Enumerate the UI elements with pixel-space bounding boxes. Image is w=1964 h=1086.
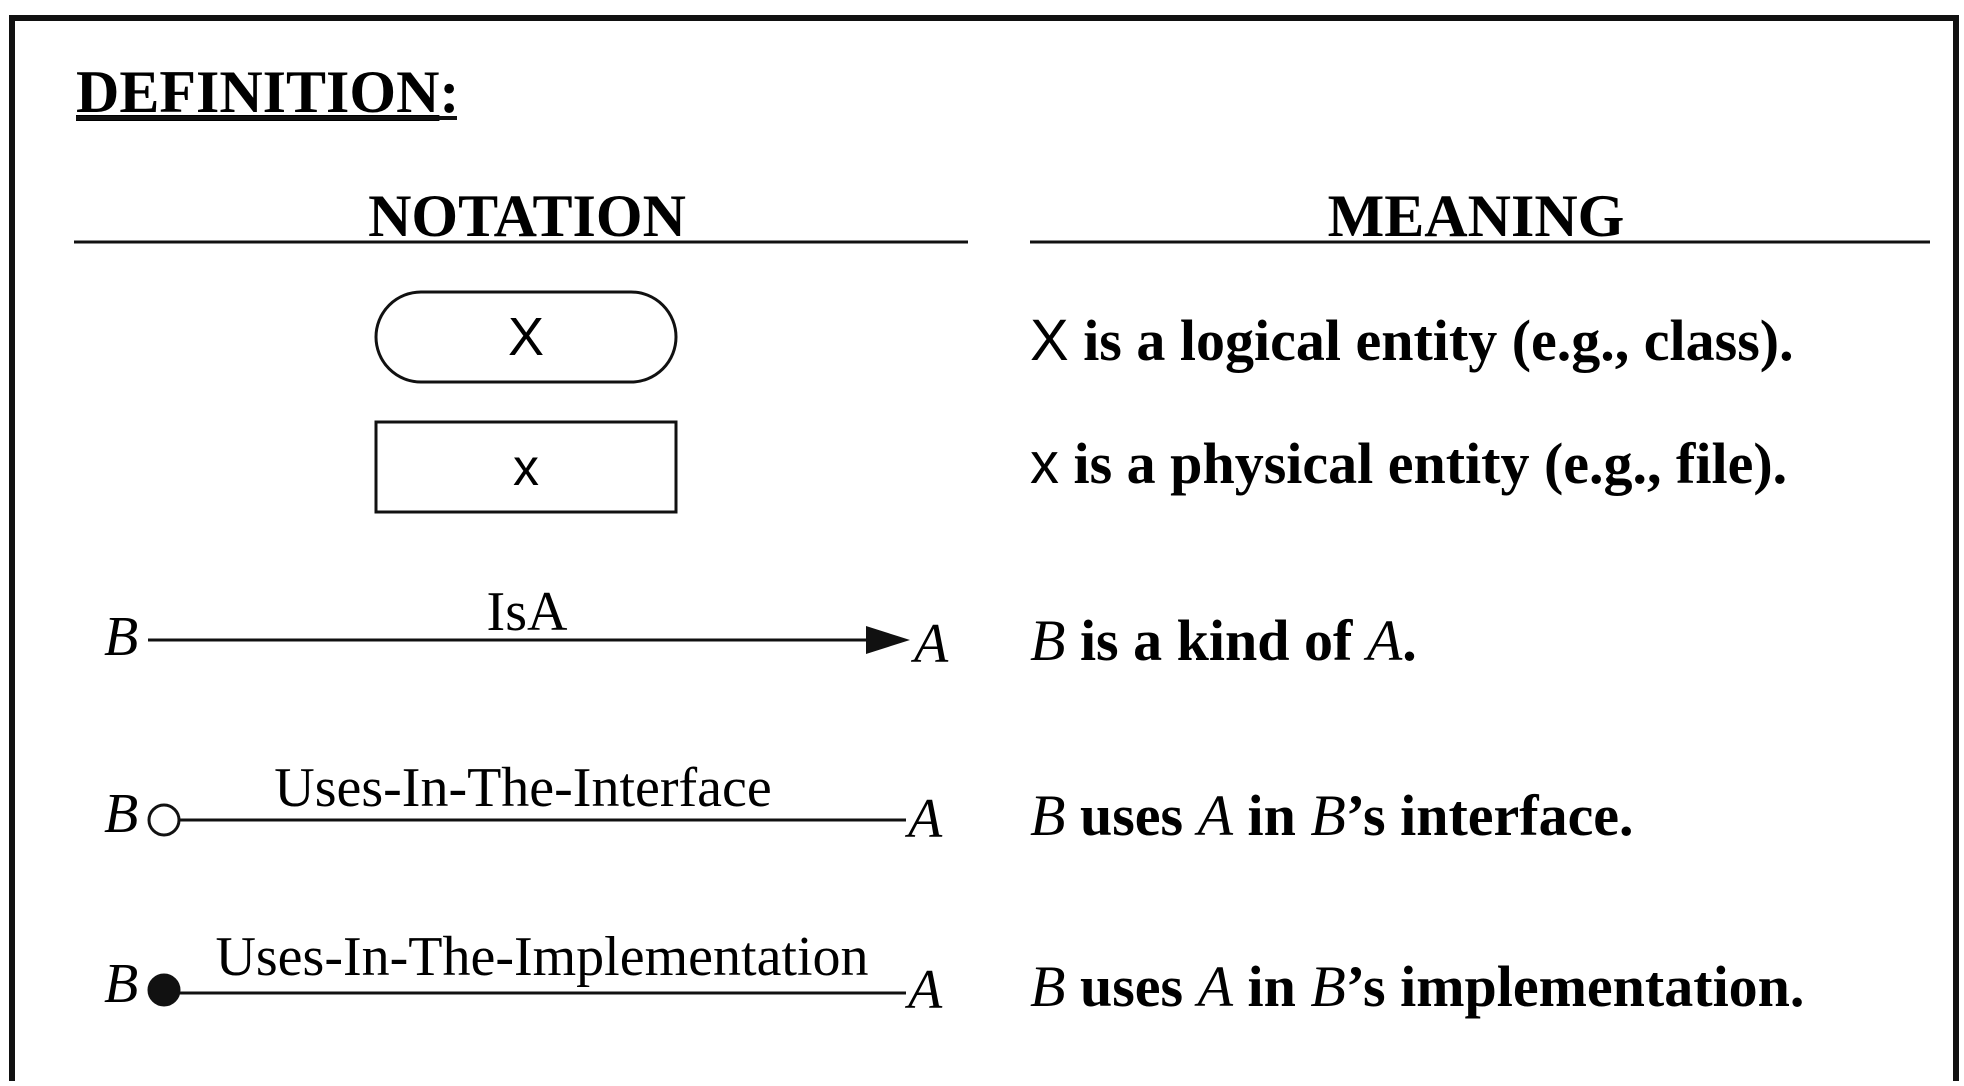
meaning-header: MEANING [1328, 183, 1625, 249]
implementation-meaning-a: A [1194, 954, 1234, 1019]
interface-to: A [904, 788, 943, 850]
implementation-meaning-t1: uses [1065, 954, 1197, 1019]
definition-heading: DEFINITION [76, 59, 439, 125]
interface-meaning-t3: ’s interface. [1346, 783, 1634, 848]
physical-entity-meaning-symbol: x [1030, 431, 1059, 496]
logical-entity-symbol: X [508, 307, 544, 367]
definition-heading-line: DEFINITION: [76, 59, 459, 125]
interface-open-circle [147, 803, 181, 837]
logical-entity-meaning-text: is a logical entity (e.g., class). [1069, 308, 1794, 373]
physical-entity-meaning-text: is a physical entity (e.g., file). [1059, 431, 1787, 496]
logical-entity-meaning-symbol: X [1030, 308, 1069, 373]
interface-meaning-b: B [1030, 783, 1065, 848]
implementation-meaning-t3: ’s implementation. [1346, 954, 1805, 1019]
isa-to: A [910, 613, 949, 675]
logical-entity-shape [374, 290, 678, 384]
implementation-meaning-t2: in [1233, 954, 1310, 1019]
implementation-meaning-b: B [1030, 954, 1065, 1019]
implementation-meaning: B uses A in B’s implementation. [1030, 954, 1804, 1019]
isa-arrowhead [866, 626, 910, 654]
isa-meaning-t2: . [1402, 608, 1417, 673]
interface-meaning-b2: B [1310, 783, 1345, 848]
implementation-filled-circle [147, 973, 181, 1007]
isa-meaning: B is a kind of A. [1030, 608, 1417, 673]
interface-meaning-a: A [1194, 783, 1234, 848]
isa-meaning-a: A [1363, 608, 1403, 673]
implementation-from: B [104, 953, 138, 1015]
physical-entity-meaning: x is a physical entity (e.g., file). [1030, 431, 1787, 496]
isa-meaning-t1: is a kind of [1065, 608, 1366, 673]
definition-colon: : [439, 59, 459, 125]
interface-label: Uses-In-The-Interface [274, 757, 771, 819]
notation-header: NOTATION [368, 183, 686, 249]
logical-entity-meaning: X is a logical entity (e.g., class). [1030, 308, 1794, 373]
isa-meaning-b: B [1030, 608, 1065, 673]
implementation-to: A [904, 959, 943, 1021]
interface-meaning: B uses A in B’s interface. [1030, 783, 1634, 848]
isa-from: B [104, 606, 138, 668]
interface-from: B [104, 783, 138, 845]
physical-entity-shape [374, 420, 678, 514]
implementation-meaning-b2: B [1310, 954, 1345, 1019]
outer-frame [9, 15, 1959, 1086]
isa-label: IsA [487, 581, 568, 643]
implementation-label: Uses-In-The-Implementation [215, 926, 868, 988]
physical-entity-symbol: x [513, 439, 539, 497]
interface-meaning-t2: in [1233, 783, 1310, 848]
interface-meaning-t1: uses [1065, 783, 1197, 848]
